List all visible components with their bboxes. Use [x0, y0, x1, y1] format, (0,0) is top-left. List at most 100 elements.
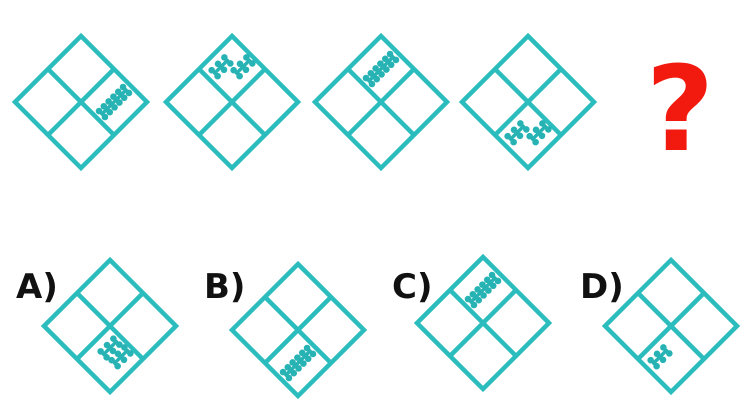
coil-loop [539, 120, 546, 127]
coil-core [508, 124, 526, 141]
coil-icon [208, 54, 234, 80]
tile-divider [197, 67, 267, 137]
coil-icon [464, 271, 502, 309]
coil-loop [103, 354, 110, 361]
coil-loop [475, 296, 483, 304]
coil-loop [488, 271, 496, 279]
coil-loop [392, 56, 400, 64]
coil-loop [510, 138, 517, 146]
coil-loop [109, 347, 117, 355]
coil-loop [494, 277, 502, 285]
coil-loop [474, 286, 481, 293]
coil-loop [526, 132, 533, 140]
sequence-tile-3 [311, 32, 451, 172]
coil-loop [295, 365, 302, 372]
coil-core [367, 55, 395, 83]
coil-core [212, 58, 230, 75]
coil-loop [647, 356, 654, 364]
question-mark: ? [646, 40, 714, 178]
tile-divider [46, 67, 116, 137]
coil-loop [489, 282, 497, 290]
coil-loop [220, 66, 228, 74]
coil-loop [227, 60, 234, 67]
coil-loop [653, 350, 661, 358]
coil-loop [110, 335, 117, 342]
coil-loop [127, 350, 134, 357]
coil-loop [236, 72, 243, 80]
coil-icon [504, 120, 530, 146]
option-c[interactable] [413, 253, 553, 393]
coil-loop [114, 88, 122, 96]
tile-divider [493, 67, 563, 137]
coil-loop [469, 290, 477, 298]
coil-loop [659, 356, 667, 364]
coil-loop [373, 75, 381, 83]
option-d[interactable] [601, 256, 741, 396]
coil-loop [114, 350, 122, 358]
option-d-group[interactable]: D) [580, 256, 741, 396]
option-c-group[interactable]: C) [392, 253, 553, 393]
tile-outline [11, 32, 151, 172]
coil-core [651, 348, 669, 365]
coil-loop [108, 356, 115, 364]
coil-loop [285, 374, 293, 382]
coil-loop [116, 341, 123, 348]
option-d-label[interactable]: D) [580, 267, 624, 307]
coil-loop [377, 60, 384, 67]
coil-core [112, 348, 130, 365]
coil-icon [108, 344, 134, 370]
coil-loop [532, 126, 540, 134]
option-c-label[interactable]: C) [392, 267, 433, 307]
coil-loop [290, 369, 298, 377]
coil-loop [381, 55, 389, 63]
coil-loop [309, 350, 317, 358]
tile-divider [346, 67, 416, 137]
option-a[interactable] [40, 256, 180, 396]
coil-loop [303, 344, 311, 352]
coil-loop [111, 104, 118, 111]
coil-loop [545, 126, 552, 133]
coil-loop [387, 61, 395, 69]
coil-loop [532, 138, 539, 146]
option-b-group[interactable]: B) [204, 260, 368, 400]
coil-loop [298, 349, 306, 357]
coil-loop [97, 348, 104, 355]
coil-icon [95, 83, 133, 121]
coil-core [284, 349, 312, 377]
coil-loop [523, 126, 530, 133]
coil-loop [289, 359, 296, 366]
tile-outline [413, 253, 553, 393]
coil-loop [464, 295, 472, 303]
coil-loop [372, 65, 379, 72]
coil-icon [647, 344, 673, 370]
option-a-label[interactable]: A) [16, 267, 58, 307]
coil-loop [105, 98, 112, 105]
coil-loop [362, 74, 370, 82]
coil-loop [236, 60, 244, 68]
option-b-label[interactable]: B) [204, 267, 245, 307]
coil-loop [208, 66, 215, 74]
coil-icon [230, 54, 256, 80]
coil-loop [279, 368, 287, 376]
tile-divider [75, 291, 145, 361]
tile-divider [448, 288, 518, 358]
option-b[interactable] [228, 260, 368, 400]
coil-loop [121, 344, 128, 351]
coil-icon [97, 335, 123, 361]
coil-core [101, 339, 119, 357]
coil-core [234, 58, 252, 75]
coil-loop [243, 54, 250, 61]
coil-loop [242, 66, 250, 74]
coil-loop [294, 354, 301, 361]
coil-loop [480, 292, 487, 299]
coil-loop [304, 355, 312, 363]
coil-loop [510, 126, 518, 134]
option-a-group[interactable]: A) [16, 256, 180, 396]
options-row: A) B) C) D) [16, 253, 741, 400]
tile-outline [228, 260, 368, 400]
coil-core [469, 276, 497, 304]
coil-icon [279, 344, 317, 382]
coil-core [530, 124, 548, 141]
coil-loop [485, 287, 492, 294]
tile-outline [162, 32, 302, 172]
